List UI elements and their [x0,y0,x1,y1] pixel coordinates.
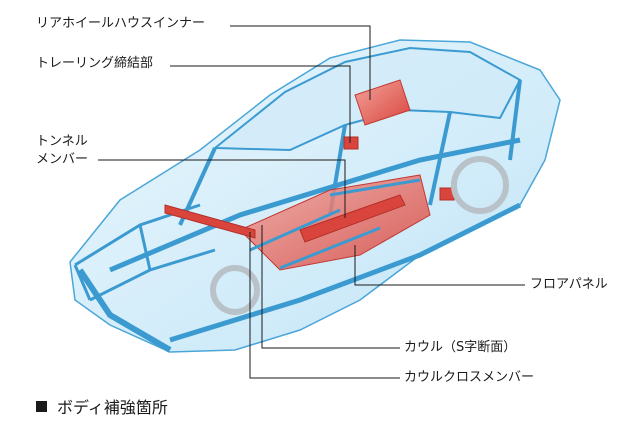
caption-text: ボディ補強箇所 [57,398,168,417]
label-rear-wheelhouse-inner: リアホイールハウスインナー [34,16,208,32]
label-cowl-s-section: カウル（S字断面） [402,340,519,356]
leader-trailing-mount [170,65,351,143]
square-bullet-icon [36,400,47,412]
side-sill-left [109,137,521,273]
rear-wheelhouse-shape [354,79,411,126]
trailing-mount-left [343,136,359,150]
leader-lines [98,25,525,379]
leader-rear-wheelhouse [230,25,371,100]
label-cowl-cross-member: カウルクロスメンバー [402,370,537,386]
label-trailing-link-mount: トレーリング締結部 [34,56,156,72]
front-frame [73,203,216,302]
label-tunnel-member-line2: メンバー [34,152,91,168]
label-floor-panel: フロアパネル [528,277,610,293]
leader-cowl [261,225,400,349]
body-outline [69,39,561,353]
figure-caption: ボディ補強箇所 [36,394,168,418]
side-sill-right [169,202,522,343]
tunnel-member-shape [299,194,406,243]
leader-tunnel-member [98,159,346,218]
front-wheel-arch [210,265,260,315]
cowl-cross-member-shape [164,204,256,239]
rear-wheel-arch [451,156,509,214]
label-tunnel-member-line1: トンネル [34,134,90,150]
front-bumper [77,268,172,353]
leader-floor-panel [354,245,525,286]
rear-pillar [508,79,522,161]
leader-cowl-cross [249,232,400,379]
